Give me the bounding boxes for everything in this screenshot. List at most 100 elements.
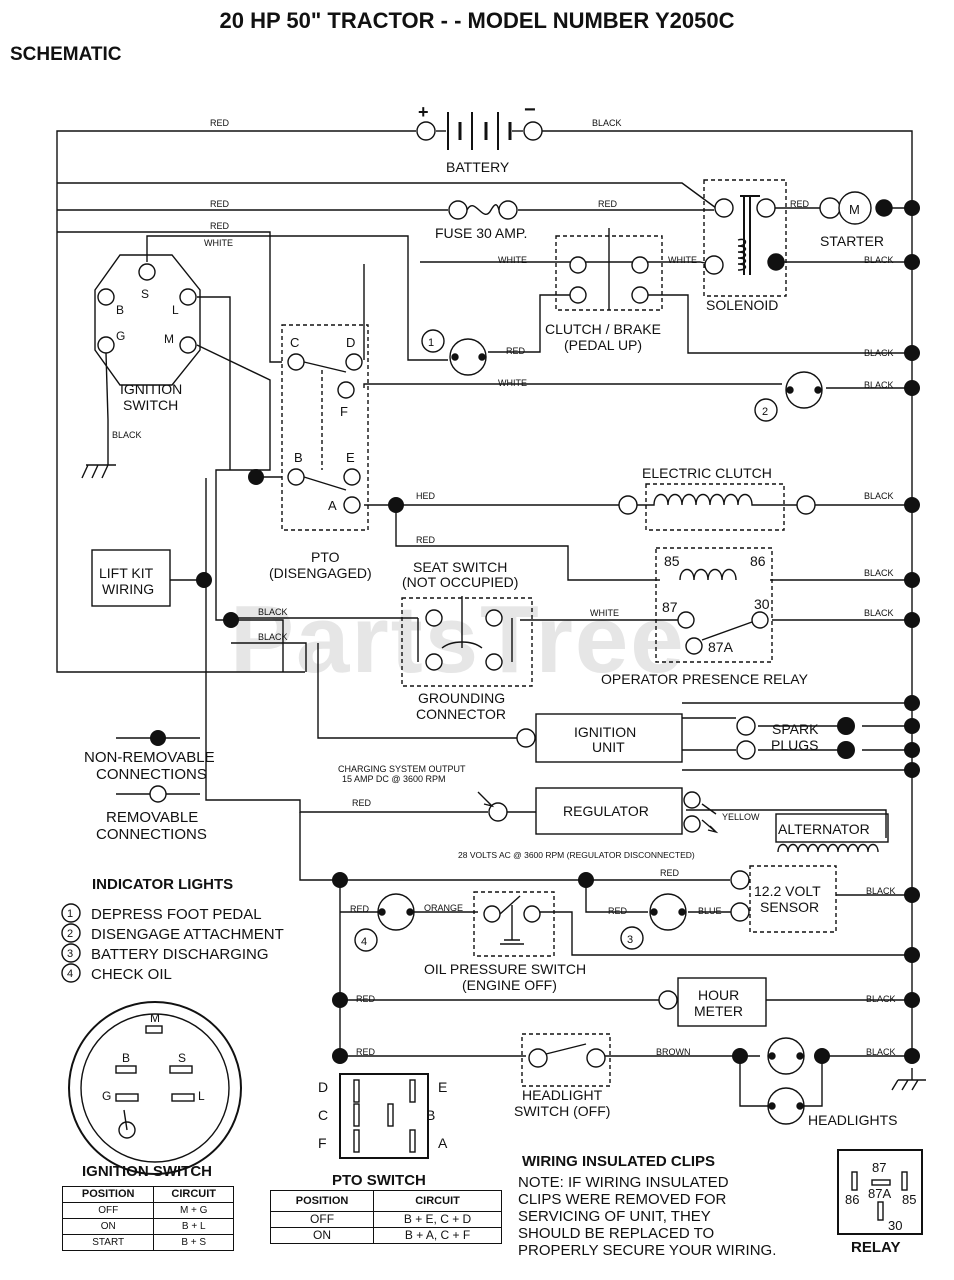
- light2-num: 2: [762, 406, 768, 418]
- wire-black-seat2: [231, 642, 307, 672]
- connection-dots: [196, 200, 920, 1064]
- wire-label: RED: [356, 994, 376, 1004]
- battery-minus: −: [524, 99, 536, 121]
- wire-label: RED: [660, 868, 680, 878]
- battery-label: BATTERY: [446, 159, 510, 175]
- ignition-unit-label: IGNITION: [574, 724, 636, 740]
- wire-label: RED: [608, 906, 628, 916]
- regulator-box: [535, 787, 683, 835]
- spark-label: SPARK: [772, 721, 819, 737]
- wire-label: RED: [790, 199, 810, 209]
- ignition-switch-symbol: [94, 254, 201, 421]
- relay-detail-87: 87: [872, 1160, 886, 1175]
- legend-nonremovable-label-2: CONNECTIONS: [96, 766, 207, 783]
- pto-label-2: (DISENGAGED): [269, 565, 372, 581]
- wire-label: BLACK: [864, 568, 894, 578]
- indicator-list-circles: [61, 903, 81, 983]
- seat-switch-label-2: (NOT OCCUPIED): [402, 574, 518, 590]
- operator-relay-label: OPERATOR PRESENCE RELAY: [601, 671, 809, 687]
- table-header: CIRCUIT: [153, 1186, 234, 1203]
- wire-label: BLACK: [866, 994, 896, 1004]
- indicator-num-4: 4: [67, 968, 73, 980]
- volt-sensor-box: [749, 865, 837, 933]
- table-header: POSITION: [269, 1190, 375, 1212]
- clutch-brake-label-2: (PEDAL UP): [564, 337, 642, 353]
- wire-label: BLACK: [258, 607, 288, 617]
- spark-label-2: PLUGS: [771, 737, 818, 753]
- table-cell: ON: [61, 1218, 155, 1235]
- ignition-switch-label: IGNITION: [120, 381, 182, 397]
- alternator-symbol: [775, 813, 889, 853]
- solenoid-label: SOLENOID: [706, 297, 778, 313]
- indicator-num-1: 1: [67, 908, 73, 920]
- relay-86: 86: [750, 553, 766, 569]
- headlight-switch-label: HEADLIGHT: [522, 1087, 603, 1103]
- wire-label: WHITE: [590, 608, 619, 618]
- electric-clutch-symbol: [618, 483, 816, 531]
- wire-label: RED: [598, 199, 618, 209]
- pto-detail-title: PTO SWITCH: [332, 1172, 426, 1189]
- battery-symbol: [416, 112, 543, 150]
- wire-red-reg: [205, 478, 488, 813]
- seat-switch-symbol: [401, 596, 533, 687]
- sensor-label: 12.2 VOLT: [754, 883, 821, 899]
- fuse-symbol: [448, 200, 518, 220]
- arrow-alt: [701, 803, 719, 834]
- page-subtitle: SCHEMATIC: [10, 44, 122, 65]
- ground-symbol-left: [81, 420, 116, 479]
- lift-kit-box: [91, 549, 171, 607]
- wire-label: HED: [416, 491, 436, 501]
- indicator-light-2: [754, 371, 823, 422]
- indicator-item-2: DISENGAGE ATTACHMENT: [91, 926, 284, 943]
- relay-detail-30: 30: [888, 1218, 902, 1233]
- wire-label: BLACK: [258, 632, 288, 642]
- pto-e: E: [346, 450, 355, 465]
- pto-switch-symbol: [281, 324, 369, 531]
- pto-f: F: [340, 404, 348, 419]
- indicator-light-1: [421, 329, 487, 376]
- wire-red-relay85: [395, 505, 660, 581]
- wire-red-ign: [57, 231, 282, 363]
- wire-label: YELLOW: [722, 812, 760, 822]
- relay-detail-title: RELAY: [851, 1239, 900, 1256]
- regulator-label: REGULATOR: [563, 803, 649, 819]
- table-row: ON B + A, C + F: [269, 1227, 502, 1244]
- headlights-label: HEADLIGHTS: [808, 1112, 897, 1128]
- legend-removable-label: REMOVABLE: [106, 809, 198, 826]
- sensor-label-2: SENSOR: [760, 899, 819, 915]
- wire-label: RED: [350, 904, 370, 914]
- wire-red-solenoid: [57, 182, 717, 209]
- table-cell: B + E, C + D: [373, 1211, 502, 1228]
- pto-a: A: [328, 498, 337, 513]
- ground-symbol-right: [891, 1068, 926, 1091]
- wire-label: BLACK: [864, 255, 894, 265]
- pto-detail-b: B: [426, 1107, 435, 1123]
- hour-meter-box: [677, 977, 767, 1027]
- relay-detail-85: 85: [902, 1192, 916, 1207]
- legend-nonremovable-symbol: [116, 730, 200, 746]
- light1-num: 1: [428, 337, 434, 349]
- wire-label: BLACK: [864, 608, 894, 618]
- pto-detail-e: E: [438, 1079, 447, 1095]
- wire-label: WHITE: [204, 238, 233, 248]
- pto-b: B: [294, 450, 303, 465]
- wire-label: RED: [416, 535, 436, 545]
- volts-ac-label: 28 VOLTS AC @ 3600 RPM (REGULATOR DISCON…: [458, 850, 695, 860]
- clips-note-text: NOTE: IF WIRING INSULATED CLIPS WERE REM…: [518, 1174, 777, 1259]
- relay-85: 85: [664, 553, 680, 569]
- relay-30: 30: [754, 596, 770, 612]
- relay-detail-87a: 87A: [868, 1186, 891, 1201]
- lift-kit-label-2: WIRING: [102, 581, 154, 597]
- table-row: ON B + L: [61, 1218, 234, 1235]
- light4-num: 4: [361, 936, 367, 948]
- oil-switch-label: OIL PRESSURE SWITCH: [424, 961, 586, 977]
- indicator-item-1: DEPRESS FOOT PEDAL: [91, 906, 262, 923]
- indicator-lights-title: INDICATOR LIGHTS: [92, 876, 233, 893]
- wire-label: BLACK: [112, 430, 142, 440]
- wire-label: BLACK: [864, 348, 894, 358]
- wire-label: RED: [210, 221, 230, 231]
- ign-detail-g: G: [102, 1089, 111, 1103]
- starter-m: M: [849, 202, 860, 217]
- ign-m: M: [164, 332, 174, 346]
- charging-label: CHARGING SYSTEM OUTPUT: [338, 764, 466, 774]
